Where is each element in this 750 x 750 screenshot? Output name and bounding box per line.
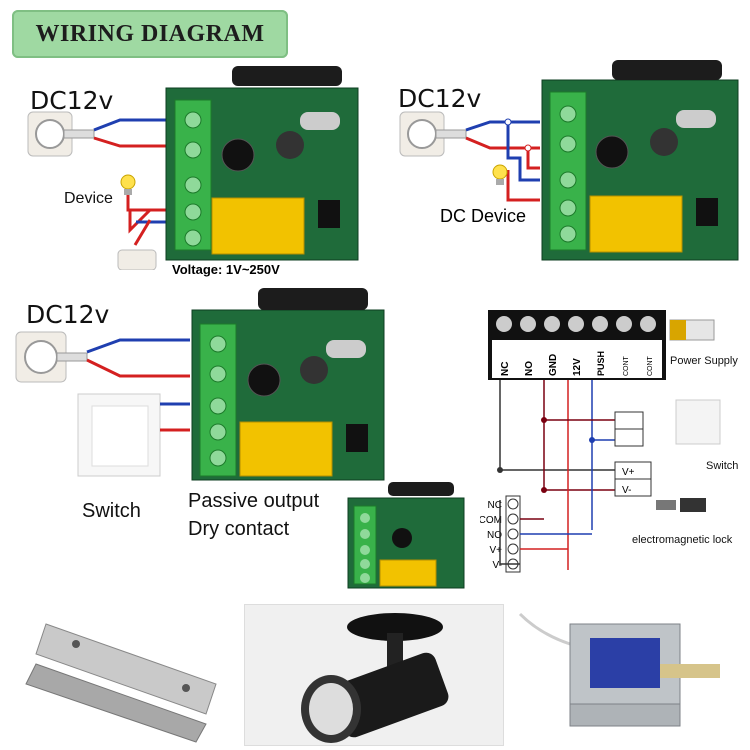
relay-nc: NC — [488, 500, 502, 511]
panel2-receiver-board — [541, 60, 739, 261]
terminal-nc: NC — [500, 362, 511, 376]
solenoid-lock-photo — [510, 604, 744, 744]
terminal-12v: 12V — [572, 358, 583, 376]
panel4-relay-terminal-block — [505, 495, 521, 573]
panel3-output-line2: Dry contact — [188, 518, 290, 540]
spotlight-photo — [244, 604, 504, 746]
panel1-receiver-board — [165, 66, 359, 261]
panel2-bulb-icon — [492, 164, 508, 185]
power-supply-label: Power Supply — [670, 355, 738, 367]
panel4-diagram: NC NO GND 12V PUSH CONT CONT V+ V- NC CO… — [480, 310, 721, 573]
panel3-plug-icon — [15, 331, 88, 383]
panel2-supply-label: DC12v — [398, 84, 482, 113]
panel4-small-receiver-board — [347, 482, 465, 589]
panel2-device-label: DC Device — [440, 206, 527, 226]
panel3-receiver-board — [191, 288, 385, 481]
magnetic-lock-photo — [6, 604, 234, 744]
panel2-plug-icon — [399, 111, 467, 157]
title-banner: WIRING DIAGRAM — [12, 10, 288, 58]
terminal-cont-1: CONT — [623, 355, 630, 376]
relay-com: COM — [480, 515, 502, 526]
panel3-wall-switch-icon — [77, 393, 161, 477]
switch-label: Switch — [706, 460, 739, 472]
panel2-diagram — [399, 60, 739, 261]
terminal-gnd: GND — [548, 354, 559, 376]
panel3-diagram — [15, 288, 385, 481]
power-supply-icon — [669, 319, 715, 341]
panel1-voltage-note: Voltage: 1V~250V — [172, 262, 280, 277]
panel1-plug-bottom-icon — [117, 249, 157, 270]
relay-no: NO — [487, 530, 502, 541]
terminal-no: NO — [524, 361, 535, 376]
panel4-terminal-screws — [496, 316, 656, 332]
terminal-push: PUSH — [596, 351, 606, 376]
lock-label: electromagnetic lock — [632, 534, 733, 546]
panel1-bulb-icon — [120, 174, 136, 195]
panel4-terminal-labels: NC NO GND 12V PUSH CONT CONT — [500, 351, 654, 376]
lock-vminus-label: V- — [622, 485, 631, 496]
panel4-relay-terminal-labels: NC COM NO V+ V- — [480, 500, 502, 571]
panel1-device-label: Device — [64, 190, 113, 207]
relay-vminus: V- — [493, 560, 502, 571]
exit-switch-icon — [675, 399, 721, 445]
relay-vplus: V+ — [489, 545, 502, 556]
electromagnetic-lock-icon — [656, 498, 706, 512]
panel3-switch-label: Switch — [82, 500, 141, 522]
panel1-plug-icon — [27, 111, 95, 157]
terminal-cont-2: CONT — [647, 355, 654, 376]
panel3-output-line1: Passive output — [188, 490, 320, 512]
panel1-diagram — [27, 66, 359, 270]
panel3-supply-label: DC12v — [26, 300, 110, 329]
panel1-supply-label: DC12v — [30, 86, 114, 115]
lock-vplus-label: V+ — [622, 467, 635, 478]
page-title: WIRING DIAGRAM — [35, 20, 265, 47]
